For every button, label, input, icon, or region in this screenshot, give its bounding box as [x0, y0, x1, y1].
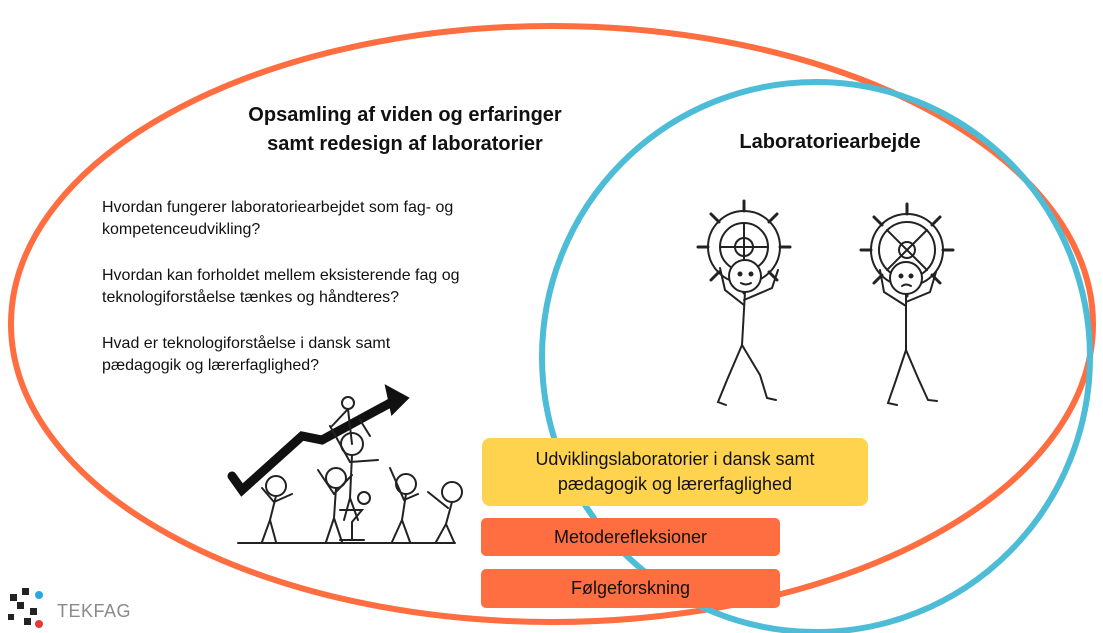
question-2-line-1: Hvordan kan forholdet mellem eksisterend… — [102, 267, 460, 284]
team-pushing-growth-arrow-icon — [227, 384, 463, 544]
udvikling-line-2: pædagogik og lærerfaglighed — [557, 474, 793, 494]
two-stick-figures-carrying-gears-icon — [696, 199, 955, 406]
folgeforskning-box: Følgeforskning — [481, 569, 780, 608]
question-2-line-2: teknologiforståelse tænkes og håndteres? — [102, 289, 400, 306]
inner-title: Laboratoriearbejde — [739, 131, 921, 153]
tekfag-logo-text: TEKFAG — [57, 601, 132, 621]
question-3: Hvad er teknologiforståelse i dansk samt… — [102, 333, 522, 377]
question-1-line-1: Hvordan fungerer laboratoriearbejdet som… — [102, 199, 454, 216]
outer-ellipse — [8, 23, 1096, 625]
question-3-line-2: pædagogik og lærerfaglighed? — [102, 357, 320, 374]
inner-ellipse — [539, 79, 1093, 633]
metoderefleksioner-box: Metoderefleksioner — [481, 518, 780, 556]
question-1-line-2: kompetenceudvikling? — [102, 221, 261, 238]
udviklingslaboratorier-box: Udviklingslaboratorier i dansk samt pæda… — [482, 438, 868, 506]
outer-title-line-1: Opsamling af viden og erfaringer — [248, 104, 562, 126]
question-1: Hvordan fungerer laboratoriearbejdet som… — [102, 197, 522, 241]
udvikling-line-1: Udviklingslaboratorier i dansk samt — [535, 449, 815, 469]
outer-title: Opsamling af viden og erfaringer samt re… — [200, 101, 610, 159]
question-2: Hvordan kan forholdet mellem eksisterend… — [102, 265, 522, 309]
question-3-line-1: Hvad er teknologiforståelse i dansk samt — [102, 335, 391, 352]
outer-title-line-2: samt redesign af laboratorier — [267, 133, 543, 155]
tekfag-logo-icon — [8, 588, 43, 628]
